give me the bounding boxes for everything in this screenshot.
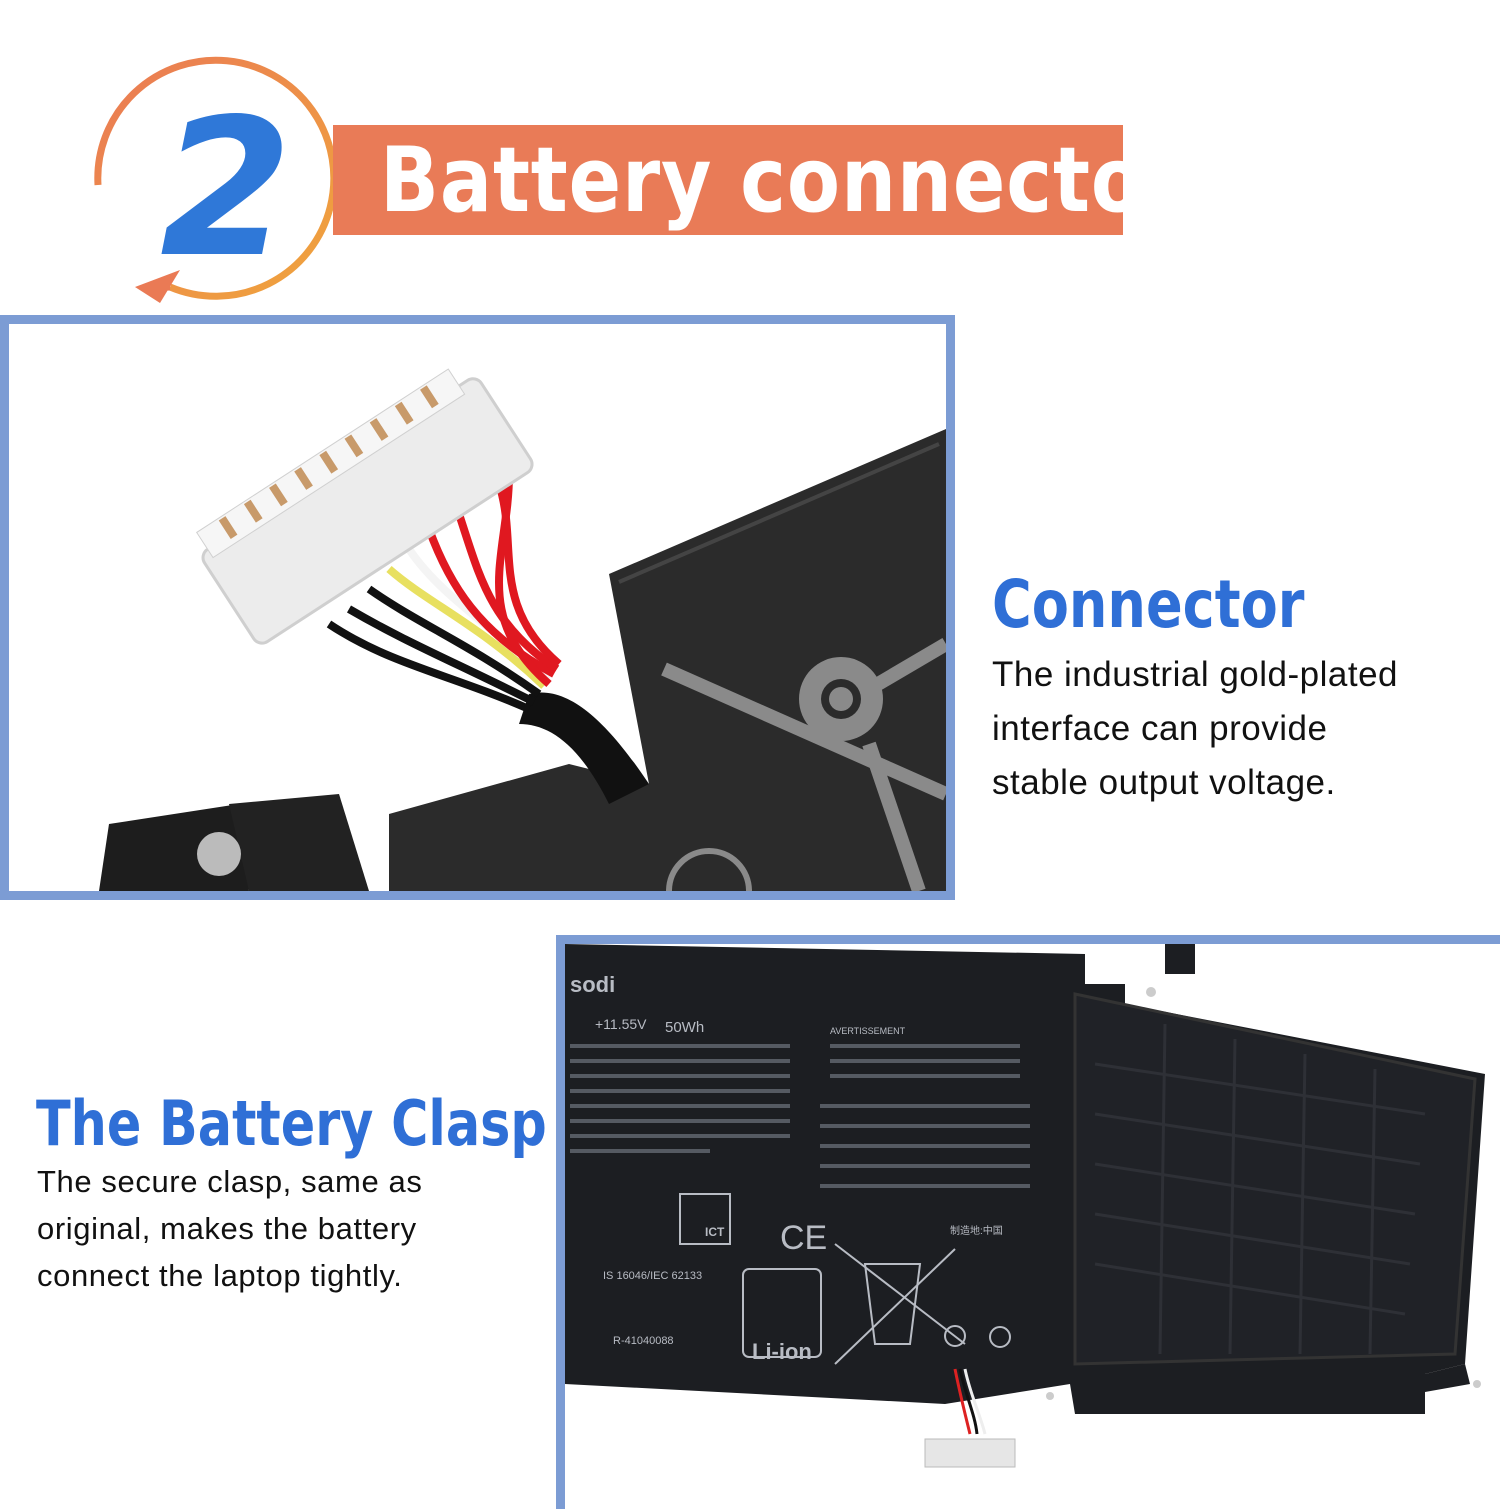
- clasp-heading: The Battery Clasp: [36, 1087, 547, 1160]
- battery-brand: sodi: [570, 972, 615, 997]
- circular-arrow-badge-icon: [94, 56, 338, 303]
- battery-warning-heading: AVERTISSEMENT: [830, 1026, 906, 1036]
- battery-standard: IS 16046/IEC 62133: [603, 1270, 702, 1282]
- connector-description: The industrial gold-plated interface can…: [992, 648, 1492, 810]
- ict-mark: ICT: [705, 1225, 725, 1239]
- clasp-description: The secure clasp, same as original, make…: [37, 1158, 517, 1299]
- clasp-line: connect the laptop tightly.: [37, 1258, 403, 1293]
- ce-mark: CE: [780, 1219, 827, 1257]
- li-ion-mark: Li-ion: [752, 1339, 812, 1364]
- title-banner: [333, 125, 1123, 235]
- battery-energy: 50Wh: [665, 1019, 704, 1036]
- connector-photo: [0, 315, 955, 900]
- battery-rating: +11.55V: [595, 1016, 647, 1032]
- clasp-line: The secure clasp, same as: [37, 1164, 423, 1199]
- connector-heading: Connector: [992, 566, 1305, 643]
- battery-photo: sodi +11.55V 50Wh AVERTISSEMENT 制造地:中国 I…: [556, 935, 1500, 1509]
- connector-line: stable output voltage.: [992, 763, 1336, 802]
- battery-origin: 制造地:中国: [950, 1224, 1003, 1237]
- step-number: 2: [160, 78, 292, 299]
- clasp-line: original, makes the battery: [37, 1211, 417, 1246]
- battery-reg-number: R-41040088: [613, 1335, 674, 1347]
- connector-line: The industrial gold-plated: [992, 655, 1399, 694]
- connector-line: interface can provide: [992, 709, 1328, 748]
- page-title: Battery connector: [380, 128, 1184, 233]
